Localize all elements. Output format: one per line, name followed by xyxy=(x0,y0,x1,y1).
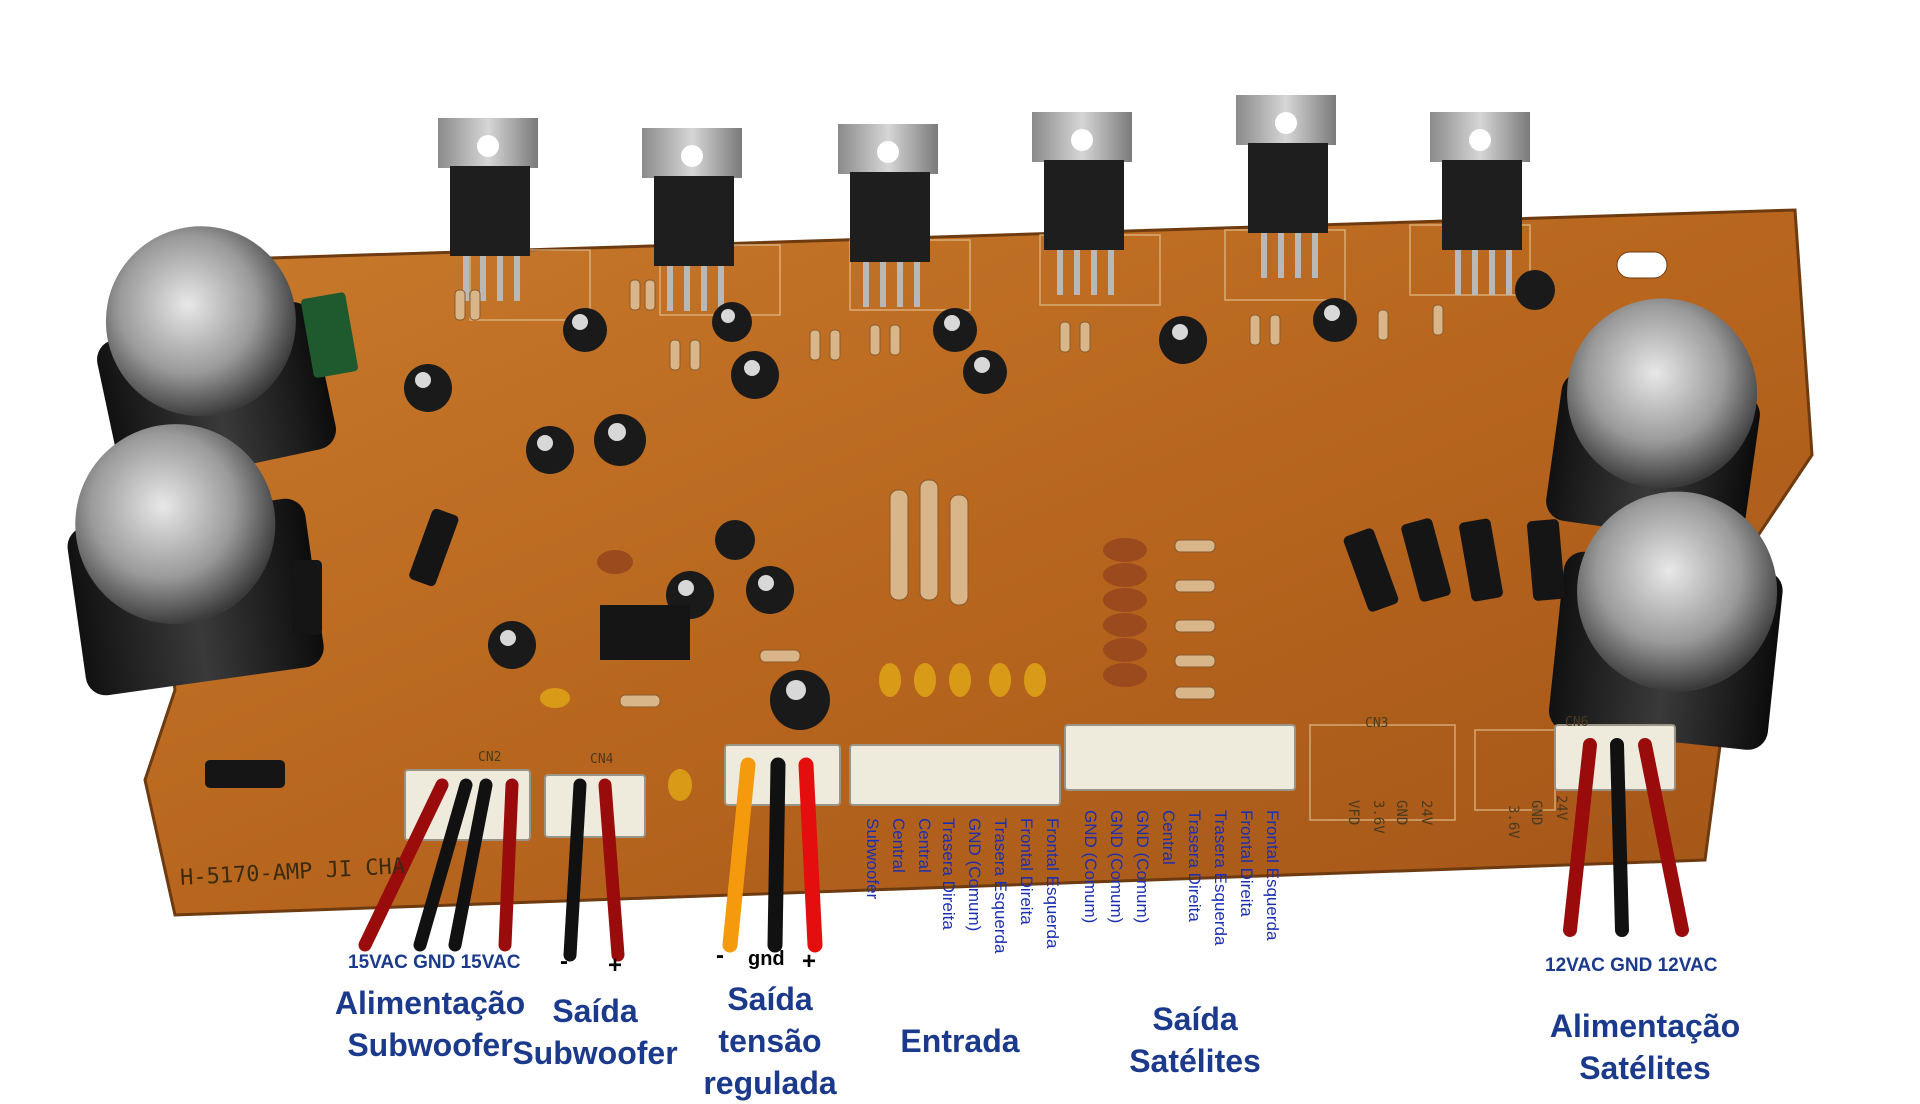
entrada-pin-2: Central xyxy=(889,818,908,873)
regulated-voltage-title: Saída tensão regulada xyxy=(685,978,855,1104)
connector-cn3-label: CN3 xyxy=(1365,716,1389,731)
entrada-pin-3: Central xyxy=(915,818,934,873)
reg-gnd-label: gnd xyxy=(748,948,785,970)
reg-title-line1: Saída xyxy=(727,981,813,1017)
saida-pin-3: GND (Comum) xyxy=(1133,810,1152,924)
sat-power-pins-label: 12VAC GND 12VAC xyxy=(1545,955,1718,976)
connector-cn4-label: CN4 xyxy=(590,752,614,767)
cn6-pin-gnd: GND xyxy=(1528,800,1544,826)
wires xyxy=(358,738,1689,962)
resistors xyxy=(454,279,1444,708)
saida-pin-8: Frontal Esquerda xyxy=(1263,810,1282,941)
rectifier-diodes xyxy=(205,508,1566,788)
sat-power-title: Alimentação Satélites xyxy=(1545,1005,1745,1089)
saida-satelites-title: Saída Satélites xyxy=(1110,998,1280,1082)
sub-out-minus-label: - xyxy=(560,948,568,975)
saida-pin-2: GND (Comum) xyxy=(1107,810,1126,924)
entrada-pin-7: Frontal Direita xyxy=(1017,818,1036,925)
cn3-pin-gnd: GND xyxy=(1393,800,1409,826)
reg-title-line2: tensão xyxy=(718,1023,822,1059)
entrada-pin-6: Trasera Esquerda xyxy=(991,818,1010,954)
op-amp-ic xyxy=(600,605,690,660)
cn6-pin-24v: 24V xyxy=(1553,795,1569,821)
sub-out-title-line2: Subwoofer xyxy=(512,1035,678,1071)
cn3-pin-24v: 24V xyxy=(1418,800,1434,826)
reg-minus-label: - xyxy=(716,942,724,969)
reg-plus-label: + xyxy=(802,948,817,975)
power-transistors xyxy=(438,95,1530,311)
saida-pin-6: Trasera Esquerda xyxy=(1211,810,1230,946)
filter-capacitors xyxy=(67,226,1783,750)
saida-pin-5: Trasera Direita xyxy=(1185,810,1204,922)
connector-cn6-label: CN6 xyxy=(1565,715,1589,730)
cn6-pin-36v: 3.6V xyxy=(1505,805,1521,839)
entrada-title: Entrada xyxy=(900,1023,1020,1059)
sub-power-title: Alimentação Subwoofer xyxy=(330,982,530,1066)
entrada-pin-5: GND (Comum) xyxy=(965,818,984,932)
saida-title-line1: Saída xyxy=(1152,1001,1238,1037)
cn3-pin-36v: 3.6V xyxy=(1370,800,1386,834)
saida-pin-7: Frontal Direita xyxy=(1237,810,1256,917)
entrada-pin-4: Trasera Direita xyxy=(939,818,958,930)
sub-power-title-line1: Alimentação xyxy=(334,985,526,1021)
sat-power-title-line2: Satélites xyxy=(1579,1050,1711,1086)
entrada-pin-1: Subwoofer xyxy=(863,818,882,900)
connector-cn2-label: CN2 xyxy=(478,750,502,765)
sub-power-pins-label: 15VAC GND 15VAC xyxy=(348,952,521,973)
saida-pin-4: Central xyxy=(1159,810,1178,865)
sub-out-title: Saída Subwoofer xyxy=(510,990,680,1074)
saida-pin-1: GND (Comum) xyxy=(1081,810,1100,924)
sat-power-title-line1: Alimentação xyxy=(1549,1008,1741,1044)
entrada-pin-8: Frontal Esquerda xyxy=(1043,818,1062,949)
reg-title-line3: regulada xyxy=(703,1065,837,1101)
saida-title-line2: Satélites xyxy=(1129,1043,1261,1079)
cn3-pin-vfd: VFD xyxy=(1345,800,1361,826)
ceramic-capacitors xyxy=(597,538,1147,687)
sub-out-plus-label: + xyxy=(608,952,623,979)
sub-out-title-line1: Saída xyxy=(552,993,638,1029)
sub-power-title-line2: Subwoofer xyxy=(347,1027,513,1063)
